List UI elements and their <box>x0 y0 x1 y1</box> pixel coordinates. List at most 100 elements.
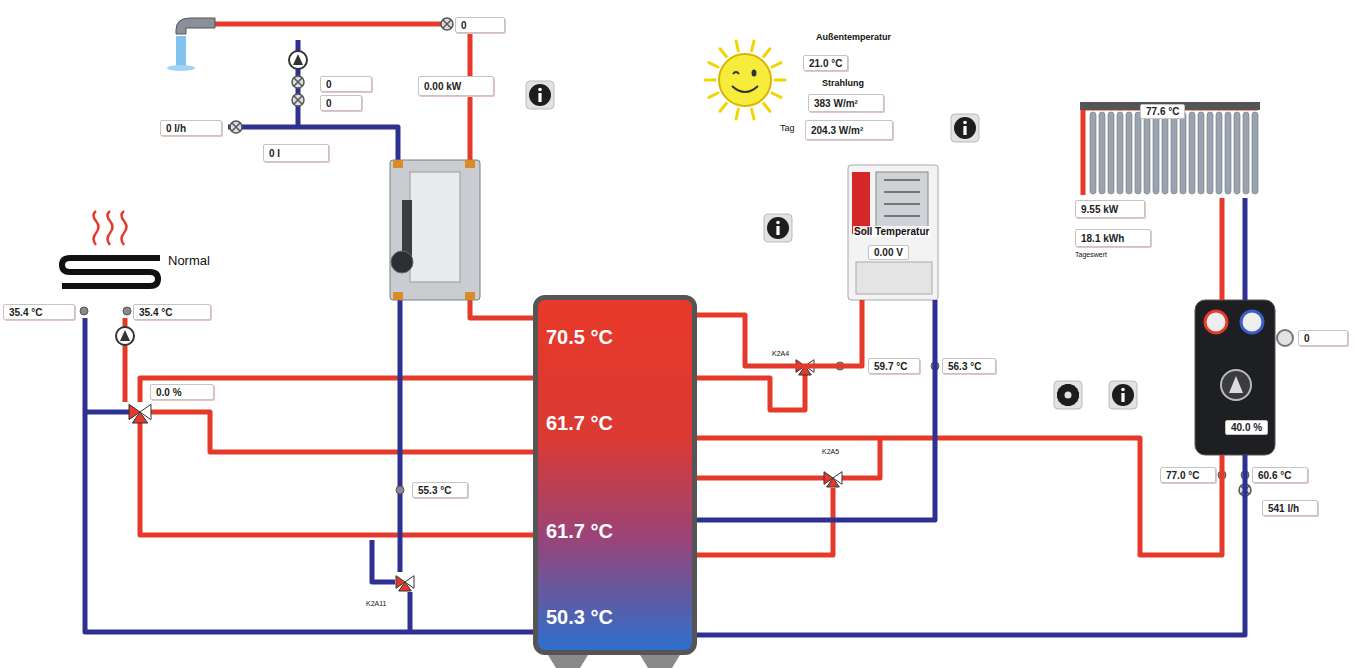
sun-ray <box>720 103 726 111</box>
info-dot <box>963 121 967 125</box>
tank-leg <box>640 655 680 668</box>
vacuum-tube <box>1171 112 1177 194</box>
value-field: 35.4 °C <box>133 304 211 320</box>
vacuum-tube <box>1216 112 1222 194</box>
sun-ray <box>709 63 718 67</box>
vacuum-tube <box>1189 112 1195 194</box>
value-text: 56.3 °C <box>948 361 981 372</box>
sun-ray <box>764 103 770 111</box>
value-field: 0 <box>320 95 362 111</box>
value-text: 0.00 kW <box>424 81 461 92</box>
valve-symbol <box>441 18 453 30</box>
value-text: 383 W/m² <box>814 98 858 109</box>
info-dot <box>776 221 780 225</box>
value-field: 0 <box>320 76 372 92</box>
valve-symbol <box>292 94 304 106</box>
caption-label: Tageswert <box>1075 251 1107 258</box>
vacuum-tube <box>1135 112 1141 194</box>
pipe <box>372 540 395 582</box>
value-field: 0 l/h <box>160 120 222 136</box>
sensor-dot <box>80 307 88 315</box>
manometer <box>1277 330 1293 346</box>
info-button <box>764 214 792 242</box>
pump-arrow <box>293 54 303 65</box>
gear-tooth <box>1058 385 1077 404</box>
vacuum-tube <box>1117 112 1123 194</box>
value-field: 383 W/m² <box>808 94 884 112</box>
sensor-dot <box>123 307 131 315</box>
value-text: 40.0 % <box>1225 420 1268 435</box>
gear-tooth <box>1058 385 1077 404</box>
value-text: 60.6 °C <box>1258 470 1291 481</box>
boiler <box>848 165 938 300</box>
value-text: 0 <box>326 79 332 90</box>
valve-label: K2A11 <box>366 600 387 607</box>
sun-ray <box>709 93 718 97</box>
temperature-reading: 50.3 °C <box>546 606 613 629</box>
pipe <box>85 410 130 415</box>
pipe-connector <box>697 438 1222 555</box>
info-button <box>526 81 554 109</box>
sun-ray <box>736 41 738 51</box>
value-field: 60.6 °C <box>1252 467 1308 483</box>
value-field: 21.0 °C <box>803 55 848 71</box>
pump-arrow <box>120 330 130 341</box>
value-text: 59.7 °C <box>874 361 907 372</box>
sun-ray <box>752 41 754 51</box>
caption-label: Strahlung <box>822 78 864 88</box>
pipe <box>1083 108 1258 195</box>
sun-eye <box>733 72 739 74</box>
sun-ray <box>772 63 781 67</box>
vacuum-tube <box>1126 112 1132 194</box>
value-field: 0 <box>1298 330 1348 346</box>
value-field: 0.0 % <box>150 384 214 400</box>
valve-cross <box>294 78 302 86</box>
value-text: 0.00 V <box>868 245 909 260</box>
temperature-reading: 61.7 °C <box>546 412 613 435</box>
value-text: 0 l <box>269 148 280 159</box>
value-text: 541 l/h <box>1268 503 1299 514</box>
value-text: 21.0 °C <box>809 58 842 69</box>
info-bar <box>776 226 779 235</box>
pump-arrow <box>1229 376 1243 393</box>
temperature-reading: 61.7 °C <box>546 520 613 543</box>
vacuum-tube <box>1180 112 1186 194</box>
info-bar <box>538 93 541 102</box>
pipe <box>470 300 535 318</box>
pipe <box>468 34 473 160</box>
value-field: 9.55 kW <box>1075 200 1145 218</box>
info-dot <box>538 88 542 92</box>
fitting <box>465 292 475 300</box>
sun <box>719 54 771 106</box>
info-icon <box>1112 384 1134 406</box>
pipe <box>140 422 535 535</box>
vacuum-tube <box>1108 112 1114 194</box>
heat-wave <box>94 211 99 245</box>
caption-label: Außentemperatur <box>816 32 891 42</box>
value-text: 35.4 °C <box>9 307 42 318</box>
boiler-detail <box>884 180 920 216</box>
info-icon <box>767 217 789 239</box>
value-text: 18.1 kWh <box>1081 233 1124 244</box>
vacuum-tube <box>1234 112 1240 194</box>
info-dot <box>1121 388 1125 392</box>
value-text: 35.4 °C <box>139 307 172 318</box>
valve-cross <box>294 96 302 104</box>
pipe <box>695 374 805 410</box>
value-text: 9.55 kW <box>1081 204 1118 215</box>
sun-ray <box>752 109 754 119</box>
valve-symbol <box>292 76 304 88</box>
value-text: 0 l/h <box>166 123 186 134</box>
temperature-reading: 70.5 °C <box>546 326 613 349</box>
info-button <box>951 114 979 142</box>
vacuum-tube <box>1153 112 1159 194</box>
pipe <box>695 476 824 481</box>
mixing-valve <box>399 582 412 591</box>
value-text: 0 <box>326 98 332 109</box>
solar-station: 40.0 % <box>1195 300 1275 455</box>
fitting <box>393 292 403 300</box>
buffer-tank: 70.5 °C 61.7 °C 61.7 °C 50.3 °C <box>533 295 697 655</box>
pipe-connector <box>697 455 1245 635</box>
value-field: 59.7 °C <box>868 358 920 374</box>
solar-station <box>1195 300 1275 455</box>
